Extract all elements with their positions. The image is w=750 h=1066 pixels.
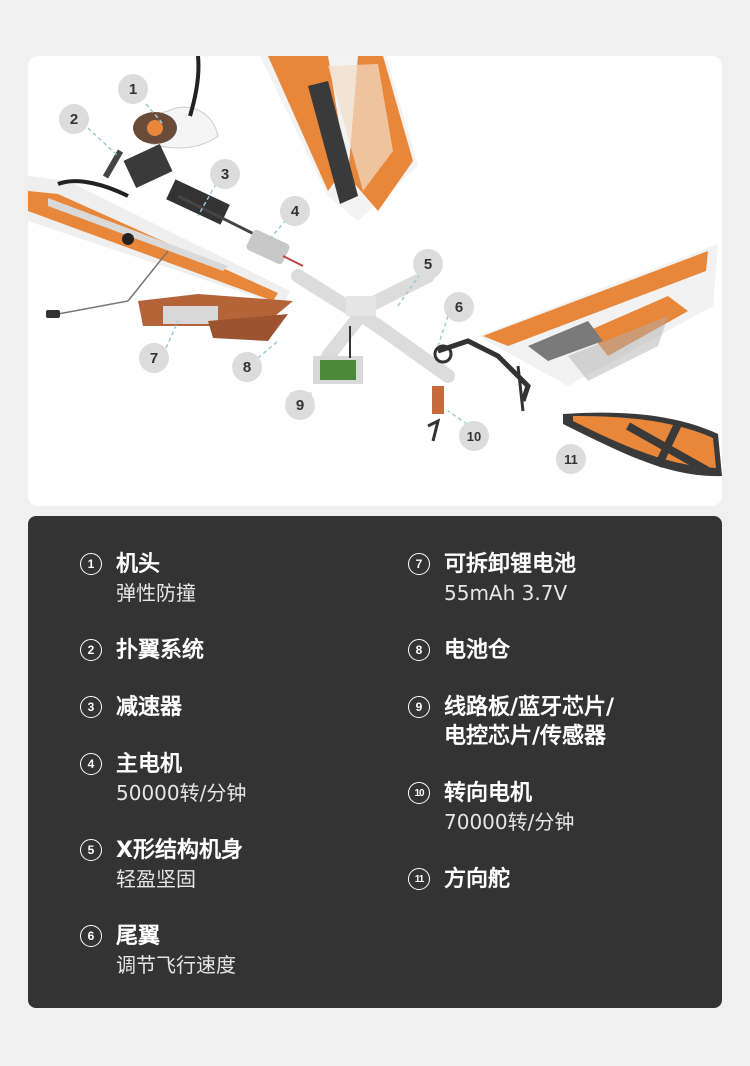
spec-subtitle: 50000转/分钟 [116, 781, 247, 805]
callout-10: 10 [459, 421, 489, 451]
left-wing [28, 176, 290, 318]
callout-8: 8 [232, 352, 262, 382]
callout-5: 5 [413, 249, 443, 279]
spec-item-8: 8 电池仓 [408, 636, 708, 665]
callout-1: 1 [118, 74, 148, 104]
spec-item-1: 1 机头 弹性防撞 [80, 550, 380, 608]
callout-6: 6 [444, 292, 474, 322]
rudder-part [563, 412, 722, 477]
spec-item-9: 9 线路板/蓝牙芯片/ 电控芯片/传感器 [408, 693, 708, 751]
drone-parts-illustration [28, 56, 722, 477]
number-badge: 7 [408, 553, 430, 575]
number-badge: 9 [408, 696, 430, 718]
spec-title: 主电机 [116, 752, 183, 777]
number-badge: 3 [80, 696, 102, 718]
spec-subtitle: 调节飞行速度 [116, 953, 236, 977]
number-badge: 4 [80, 753, 102, 775]
battery-part [138, 294, 293, 341]
spec-item-10: 10 转向电机 70000转/分钟 [408, 779, 708, 837]
number-badge: 2 [80, 639, 102, 661]
spec-title: X形结构机身 [116, 838, 243, 863]
spec-item-7: 7 可拆卸锂电池 55mAh 3.7V [408, 550, 708, 608]
spec-subtitle: 55mAh 3.7V [444, 581, 568, 605]
spec-title: 扑翼系统 [116, 638, 205, 663]
callout-3: 3 [210, 159, 240, 189]
number-badge: 11 [408, 868, 430, 890]
exploded-view-diagram: 1 2 3 4 5 6 7 8 9 10 11 [28, 56, 722, 506]
steering-motor-part [427, 338, 531, 442]
x-frame-body [291, 269, 455, 383]
upper-wing [260, 56, 418, 221]
spec-subtitle: 70000转/分钟 [444, 810, 575, 834]
tail-wing [478, 244, 718, 386]
spec-subtitle: 轻盈坚固 [116, 867, 196, 891]
spec-title: 尾翼 [116, 924, 161, 949]
spec-item-2: 2 扑翼系统 [80, 636, 380, 665]
spec-panel: 1 机头 弹性防撞 2 扑翼系统 3 减速器 4 主电机 50000转/分钟 5 X形结构… [28, 516, 722, 1008]
number-badge: 6 [80, 925, 102, 947]
spec-subtitle: 弹性防撞 [116, 581, 196, 605]
main-motor-part [246, 229, 304, 267]
callout-7: 7 [139, 343, 169, 373]
callout-9: 9 [285, 390, 315, 420]
leader-lines [87, 103, 474, 429]
number-badge: 8 [408, 639, 430, 661]
callout-11: 11 [556, 444, 586, 474]
spec-item-11: 11 方向舵 [408, 865, 708, 894]
spec-title: 可拆卸锂电池 [444, 552, 577, 577]
spec-item-3: 3 减速器 [80, 693, 380, 722]
nose-part [102, 56, 219, 189]
spec-title: 线路板/蓝牙芯片/ 电控芯片/传感器 [444, 695, 615, 749]
number-badge: 5 [80, 839, 102, 861]
spec-title: 机头 [116, 552, 161, 577]
callout-2: 2 [59, 104, 89, 134]
spec-title: 减速器 [116, 695, 183, 720]
spec-item-6: 6 尾翼 调节飞行速度 [80, 922, 380, 980]
spec-item-4: 4 主电机 50000转/分钟 [80, 750, 380, 808]
number-badge: 10 [408, 782, 430, 804]
circuit-board-part [313, 326, 363, 384]
number-badge: 1 [80, 553, 102, 575]
callout-4: 4 [280, 196, 310, 226]
spec-title: 转向电机 [444, 781, 533, 806]
spec-title: 电池仓 [444, 638, 511, 663]
spec-title: 方向舵 [444, 867, 511, 892]
spec-item-5: 5 X形结构机身 轻盈坚固 [80, 836, 380, 894]
